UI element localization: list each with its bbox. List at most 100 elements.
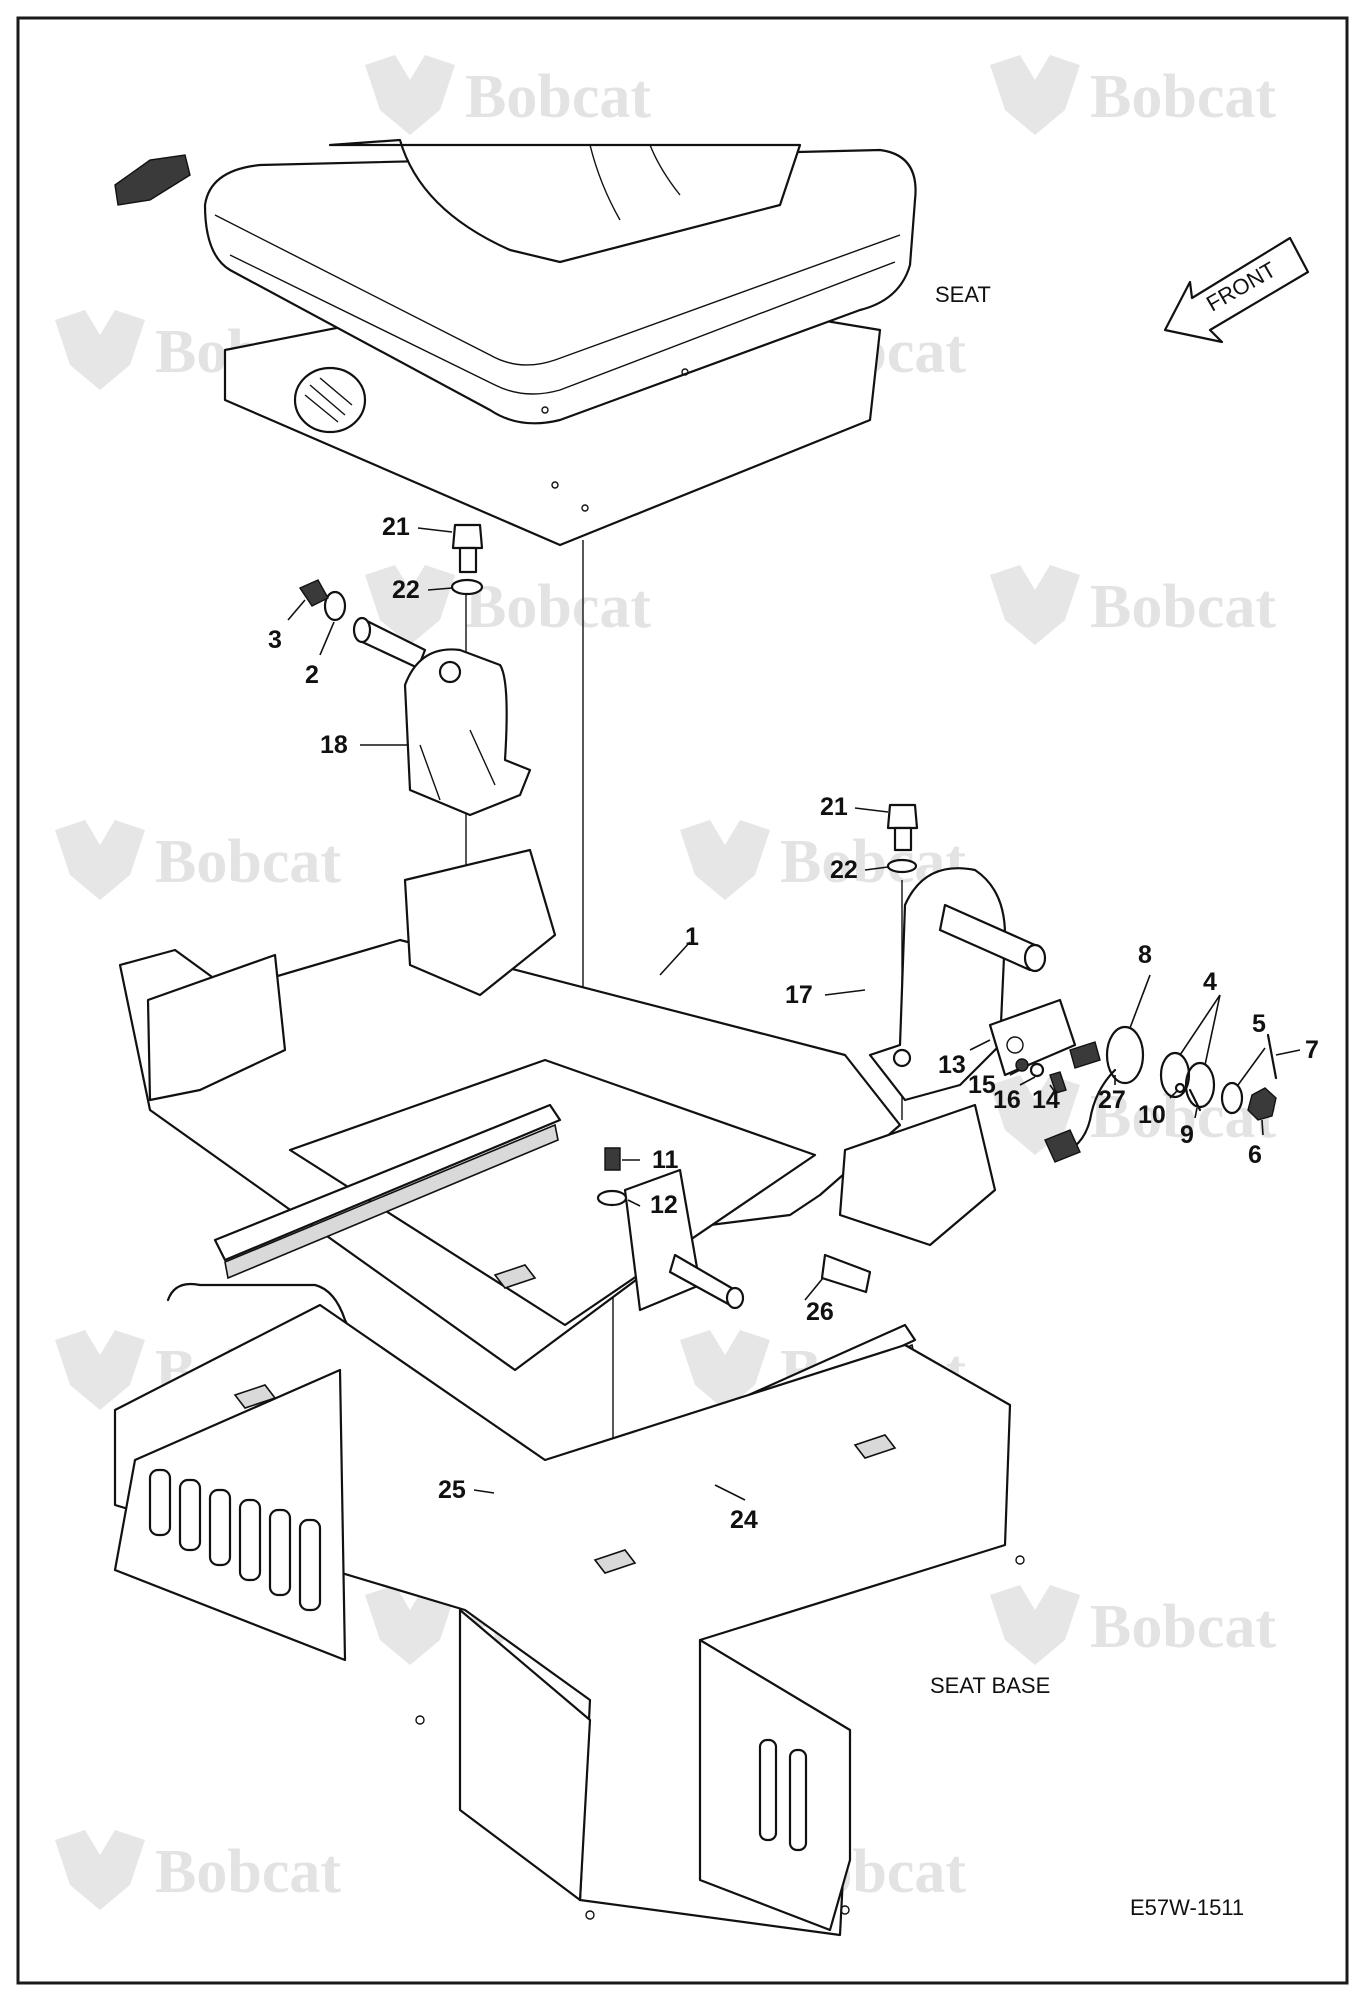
bracket-hole xyxy=(438,660,462,684)
seat-assembly xyxy=(114,138,917,547)
seat-backrest xyxy=(328,138,802,264)
base-foot-hole xyxy=(415,1715,425,1725)
bracket-gusset xyxy=(419,729,496,801)
callout-13: 13 xyxy=(938,1039,991,1079)
spacer-26 xyxy=(820,1253,872,1294)
bolt-21 xyxy=(886,803,919,830)
slide-rail-left xyxy=(213,1103,562,1262)
callout-24: 24 xyxy=(714,1484,758,1534)
base-mount-pad xyxy=(853,1434,897,1459)
slide-rail-left-inner xyxy=(224,1123,559,1280)
castle-nut-6 xyxy=(1247,1087,1277,1121)
callout-21-top: 21 xyxy=(382,513,453,541)
bolt-21 xyxy=(451,523,484,550)
washer-4 xyxy=(1184,1061,1216,1109)
bobcat-logo-icon xyxy=(55,820,145,900)
base-foot-hole xyxy=(1015,1555,1025,1565)
seat-backrest-seam xyxy=(589,144,621,221)
bracket-18 xyxy=(403,648,532,817)
callout-12: 12 xyxy=(627,1191,678,1219)
watermark-text: Bobcat xyxy=(1090,1593,1276,1661)
svg-text:21: 21 xyxy=(820,793,848,821)
watermark: Bobcat xyxy=(365,565,651,645)
base-mount-pad xyxy=(493,1264,537,1289)
screw-9 xyxy=(1188,1088,1202,1112)
bracket-17-hole xyxy=(892,1048,912,1068)
bobcat-logo-icon xyxy=(680,1330,770,1410)
seat-label: SEAT xyxy=(935,282,991,307)
bolt-21-shank xyxy=(458,546,478,574)
svg-text:22: 22 xyxy=(830,856,858,884)
svg-text:26: 26 xyxy=(806,1298,834,1326)
watermark-text: Bobcat xyxy=(1090,573,1276,641)
callout-9: 9 xyxy=(1180,1107,1198,1149)
svg-text:11: 11 xyxy=(652,1146,679,1174)
callout-21-right: 21 xyxy=(820,793,889,821)
callout-16: 16 xyxy=(993,1076,1036,1114)
base-foot-hole xyxy=(585,1910,595,1920)
bobcat-logo-icon xyxy=(990,55,1080,135)
watermark: Bobcat xyxy=(365,55,651,135)
bobcat-logo-icon xyxy=(365,55,455,135)
base-louver xyxy=(788,1748,808,1852)
svg-text:16: 16 xyxy=(993,1086,1021,1114)
base-louver xyxy=(298,1518,322,1612)
bobcat-logo-icon xyxy=(55,1330,145,1410)
svg-text:22: 22 xyxy=(392,576,420,604)
watermark: Bobcat xyxy=(55,820,341,900)
bobcat-logo-icon xyxy=(365,565,455,645)
nut-15 xyxy=(1015,1058,1029,1072)
svg-text:7: 7 xyxy=(1305,1036,1319,1064)
callout-4: 4 xyxy=(1179,968,1221,1066)
bolt-21-shank xyxy=(893,826,913,852)
seat-knob-grip xyxy=(304,377,353,423)
svg-text:2: 2 xyxy=(305,661,319,689)
callout-22-right: 22 xyxy=(830,856,889,884)
frame-pivot-pin-end xyxy=(725,1286,745,1310)
svg-text:25: 25 xyxy=(438,1476,466,1504)
micro-switch xyxy=(1069,1041,1101,1069)
frame-channel-right xyxy=(838,1103,997,1247)
seat-cushion xyxy=(203,148,917,425)
bolt-11 xyxy=(604,1147,621,1171)
bobcat-logo-icon xyxy=(365,1585,455,1665)
washer-5 xyxy=(1220,1081,1244,1115)
callout-5: 5 xyxy=(1237,1010,1266,1086)
plate-hole xyxy=(551,481,559,489)
callouts: 1 2 3 4 5 6 7 8 xyxy=(268,513,1319,1534)
svg-text:3: 3 xyxy=(268,626,282,654)
seat-backrest-seam xyxy=(649,144,681,196)
left-bracket-assembly xyxy=(298,523,532,817)
bobcat-logo-icon xyxy=(990,1585,1080,1665)
base-louver xyxy=(758,1738,778,1842)
drawing-border xyxy=(16,16,1349,1985)
frame-channel-top xyxy=(403,848,557,997)
callout-7: 7 xyxy=(1275,1036,1319,1064)
callout-15: 15 xyxy=(968,1069,1021,1099)
seat-adjust-knob xyxy=(293,366,367,434)
svg-text:10: 10 xyxy=(1138,1101,1166,1129)
base-louver xyxy=(178,1478,202,1552)
pivot-pin-end xyxy=(352,616,372,644)
watermark: Bobcat xyxy=(55,1830,341,1910)
callout-18: 18 xyxy=(320,731,408,759)
plate-hole xyxy=(581,504,589,512)
watermark-text: Bobcat xyxy=(465,63,651,131)
washer-22 xyxy=(886,858,918,874)
switch-cable-27 xyxy=(1068,1068,1117,1152)
plate-hole xyxy=(541,406,549,414)
svg-text:9: 9 xyxy=(1180,1121,1194,1149)
seat-cushion-edge xyxy=(229,254,896,395)
svg-text:27: 27 xyxy=(1098,1086,1126,1114)
svg-text:18: 18 xyxy=(320,731,348,759)
bobcat-logo-icon xyxy=(680,820,770,900)
callout-17: 17 xyxy=(785,981,866,1009)
plate-hole xyxy=(681,368,689,376)
watermark: Bobcat xyxy=(990,55,1276,135)
watermark: Bobcat xyxy=(990,565,1276,645)
plate-hole xyxy=(1006,1036,1024,1054)
callout-8: 8 xyxy=(1129,941,1152,1029)
watermark-text: Bobcat xyxy=(155,1838,341,1906)
seat-base-assembly xyxy=(113,1264,1025,1937)
seat-adjust-lever xyxy=(114,154,191,206)
